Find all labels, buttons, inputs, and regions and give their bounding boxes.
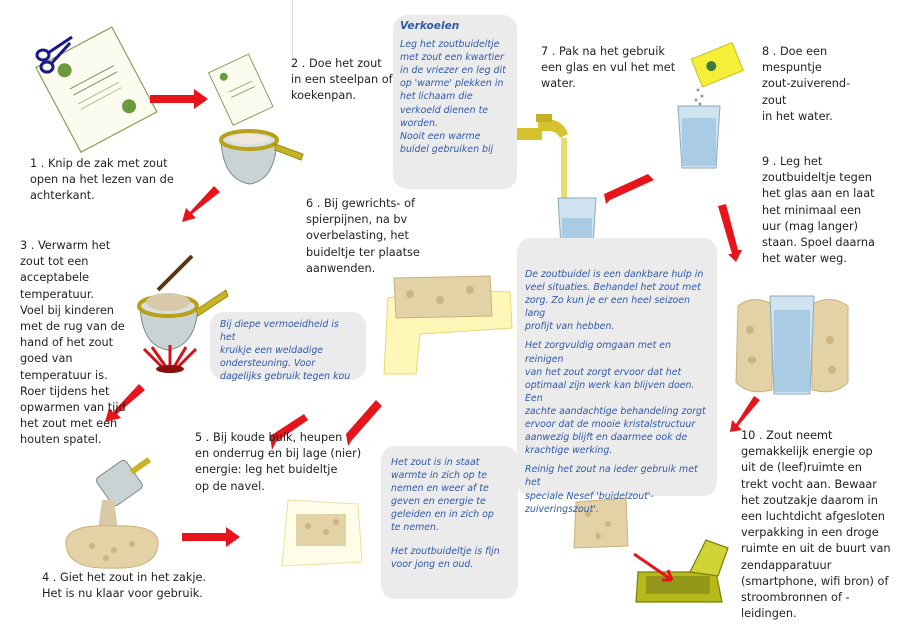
saucepan-icon [137,254,229,351]
step-1-text: 1 . Knip de zak met zout open na het lez… [30,157,174,203]
note-cooling-warning: Nooit een warme buidel gebruiken bij [400,130,494,155]
step-4-text: 4 . Giet het zout in het zakje. Het is n… [42,571,207,601]
note-fatigue: Bij diepe vermoeidheid is het kruikje ee… [210,312,366,383]
top-divider [292,0,293,60]
note-warmth: Het zout is in staat warmte in zich op t… [381,446,518,599]
step-6-text: 6 . Bij gewrichts- of spierpijnen, na bv… [306,197,420,275]
salt-package-icon [35,26,158,154]
step-8-text: 8 . Doe een mespuntje zout-zuiverend- zo… [762,45,851,123]
saucepan-icon [219,129,304,185]
arrow-9-10 [730,396,760,432]
saucepan-icon [95,457,152,507]
arrow-5-6a [270,414,308,450]
salt-bag-icon [573,497,629,549]
arrow-3-4 [105,384,145,422]
step-5-text: 5 . Bij koude buik, heupen en onderrug e… [195,431,362,493]
cleansing-salt-packet-icon [690,41,744,106]
step-10-text: 10 . Zout neemt gemakkelijk energie op u… [741,429,891,621]
scissors-icon [35,35,73,74]
glass-icon [677,105,721,169]
arrow-5-6b [346,400,382,446]
note-care-handling: Het zorgvuldig omgaan met en reinigen va… [525,340,706,457]
step-2-text: 2 . Doe het zout in een steelpan of koek… [291,57,393,103]
note-care-cleaning: Reinig het zout na ieder gebruik met het… [525,464,698,515]
note-cooling: Verkoelen Leg het zoutbuideltje met zout… [393,15,517,189]
storage-box-icon [633,539,729,603]
arrow-8-9 [718,204,742,262]
step-7-text: 7 . Pak na het gebruik een glas en vul h… [541,45,676,91]
salt-bag-icon [281,499,363,567]
flame-icon [142,345,198,373]
note-care-intro: De zoutbuidel is een dankbare hulp in ve… [525,269,704,333]
arrow-4-5 [182,527,240,547]
note-warmth-text: Het zout is in staat warmte in zich op t… [391,457,494,534]
tap-icon [512,114,568,204]
arrow-2-3 [182,186,220,222]
note-cooling-title: Verkoelen [400,20,460,32]
salt-bag-icon [65,500,159,569]
note-warmth-age: Het zoutbuideltje is fijn voor jong en o… [391,545,500,570]
note-care: De zoutbuidel is een dankbare hulp in ve… [517,238,717,515]
note-cooling-text: Leg het zoutbuideltje met zout een kwart… [400,39,506,129]
step-3-text: 3 . Verwarm het zout tot een acceptabele… [20,239,126,447]
salt-package-icon [207,53,274,126]
arrow-6-7 [604,174,654,204]
note-fatigue-text: Bij diepe vermoeidheid is het kruikje ee… [220,319,351,383]
arrow-1-2 [150,89,208,109]
salt-bag-icon [735,295,849,395]
step-9-text: 9 . Leg het zoutbuideltje tegen het glas… [762,155,875,266]
salt-bag-icon [383,275,513,375]
